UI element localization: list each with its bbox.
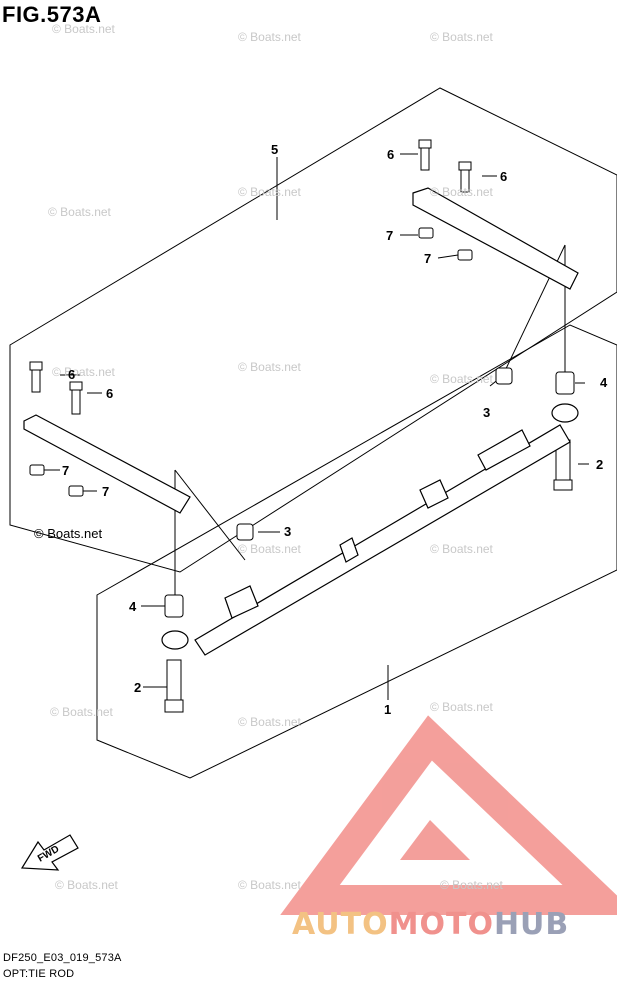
callout-6: 6 bbox=[68, 367, 76, 382]
figure-title: FIG.573A bbox=[2, 2, 102, 27]
callout-6: 6 bbox=[387, 147, 395, 162]
callout-3: 3 bbox=[284, 524, 292, 539]
callout-1: 1 bbox=[384, 702, 392, 717]
watermark: © Boats.net bbox=[430, 700, 493, 714]
watermark: © Boats.net bbox=[430, 542, 493, 556]
callout-4: 4 bbox=[129, 599, 137, 614]
callout-6: 6 bbox=[500, 169, 508, 184]
watermark: © Boats.net bbox=[238, 878, 301, 892]
watermark: © Boats.net bbox=[238, 30, 301, 44]
watermark: © Boats.net bbox=[430, 372, 493, 386]
watermark-main: © Boats.net bbox=[34, 526, 103, 541]
callout-7: 7 bbox=[102, 484, 110, 499]
callout-4: 4 bbox=[600, 375, 608, 390]
kit-outline-5 bbox=[9, 87, 617, 573]
kit-outline-1 bbox=[96, 324, 617, 779]
callout-7: 7 bbox=[386, 228, 394, 243]
watermark: © Boats.net bbox=[238, 360, 301, 374]
callout-7: 7 bbox=[62, 463, 70, 478]
nut-7-group bbox=[29, 227, 473, 497]
automotohub-logo: AUTOMOTOHUB bbox=[292, 907, 569, 942]
forward-arrow-icon: FWD bbox=[20, 834, 79, 871]
callout-2: 2 bbox=[596, 457, 604, 472]
watermark: © Boats.net bbox=[55, 878, 118, 892]
callout-5: 5 bbox=[271, 142, 279, 157]
automotohub-logo-icon bbox=[280, 715, 617, 915]
watermark: © Boats.net bbox=[238, 542, 301, 556]
tie-rod bbox=[161, 403, 579, 656]
callout-3: 3 bbox=[483, 405, 491, 420]
callout-7: 7 bbox=[424, 251, 432, 266]
figure-code: DF250_E03_019_573A bbox=[3, 952, 122, 964]
callout-6: 6 bbox=[106, 386, 114, 401]
bolt-6-group bbox=[29, 139, 472, 415]
watermark: © Boats.net bbox=[430, 30, 493, 44]
watermark: © Boats.net bbox=[50, 705, 113, 719]
callout-2: 2 bbox=[134, 680, 142, 695]
watermark: © Boats.net bbox=[48, 205, 111, 219]
watermark: © Boats.net bbox=[52, 22, 115, 36]
logo-part-moto: MOTO bbox=[388, 907, 494, 942]
watermark: © Boats.net bbox=[440, 878, 503, 892]
logo-part-hub: HUB bbox=[493, 907, 570, 942]
watermark: © Boats.net bbox=[238, 185, 301, 199]
watermark: © Boats.net bbox=[52, 365, 115, 379]
spacer-group bbox=[164, 367, 575, 618]
bolt-2-group bbox=[164, 439, 573, 713]
figure-subtitle: OPT:TIE ROD bbox=[3, 968, 75, 980]
watermark: © Boats.net bbox=[430, 185, 493, 199]
logo-part-auto: AUTO bbox=[292, 907, 389, 942]
watermark: © Boats.net bbox=[238, 715, 301, 729]
